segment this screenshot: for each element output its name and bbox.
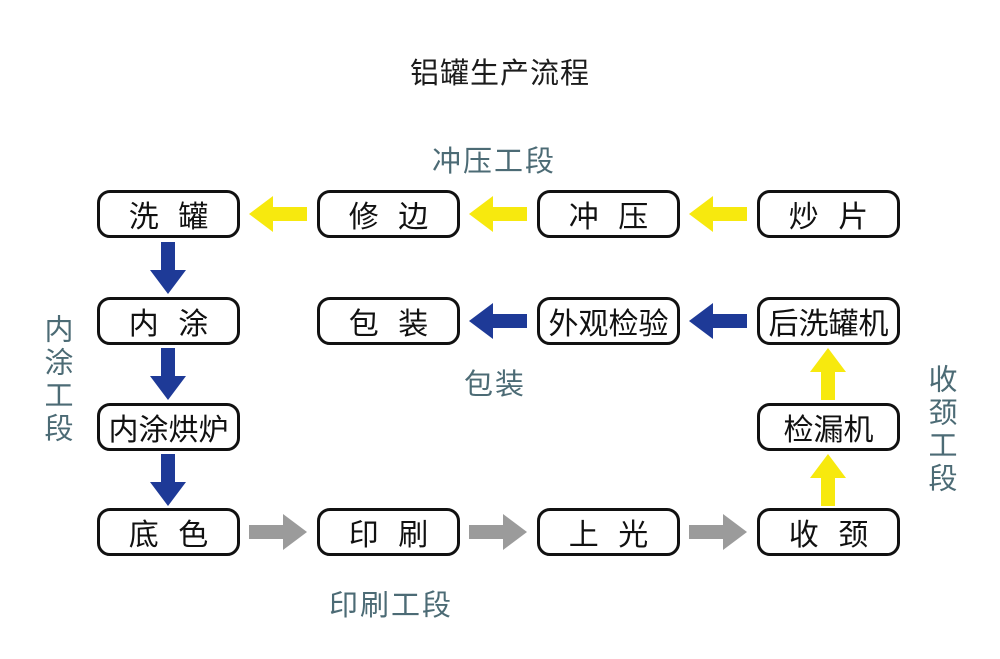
arrow-inspect-to-pack [469, 303, 527, 339]
section-label-packing: 包装 [464, 367, 527, 401]
node-leak-test: 检漏机 [757, 403, 900, 451]
arrow-varnish-to-neck [689, 514, 747, 550]
section-label-printing: 印刷工段 [329, 588, 454, 622]
arrow-stamp-to-trim [469, 196, 527, 232]
arrowhead-left-icon [689, 303, 713, 339]
node-inner-coat: 内 涂 [97, 297, 240, 345]
arrowhead-left-icon [689, 196, 713, 232]
node-label: 印 刷 [348, 518, 429, 553]
arrow-innercoat-to-oven [150, 348, 186, 400]
arrow-postwash-to-inspect [689, 303, 747, 339]
node-print: 印 刷 [317, 508, 460, 556]
node-varnish: 上 光 [537, 508, 680, 556]
node-trim: 修 边 [317, 190, 460, 238]
node-label: 内 涂 [128, 307, 209, 342]
section-label-inner-coating: 内涂工段 [40, 314, 74, 446]
arrow-neck-to-leaktest [810, 454, 846, 506]
arrowhead-right-icon [723, 514, 747, 550]
node-coat-oven: 内涂烘炉 [97, 403, 240, 451]
node-neck: 收 颈 [757, 508, 900, 556]
arrowhead-left-icon [249, 196, 273, 232]
node-label: 底 色 [128, 518, 209, 553]
arrowhead-up-icon [810, 454, 846, 478]
arrow-leaktest-to-postwash [810, 348, 846, 400]
arrowhead-left-icon [469, 196, 493, 232]
arrow-trim-to-wash [249, 196, 307, 232]
node-pack: 包 装 [317, 297, 460, 345]
arrow-print-to-varnish [469, 514, 527, 550]
node-label: 冲 压 [568, 200, 649, 235]
arrowhead-right-icon [503, 514, 527, 550]
arrowhead-up-icon [810, 348, 846, 372]
arrow-basecoat-to-print [249, 514, 307, 550]
node-label: 外观检验 [548, 307, 669, 342]
node-label: 炒 片 [788, 200, 869, 235]
page-title: 铝罐生产流程 [409, 56, 590, 90]
node-label: 修 边 [348, 200, 429, 235]
arrowhead-down-icon [150, 270, 186, 294]
section-label-necking: 收颈工段 [924, 364, 958, 496]
node-label: 收 颈 [788, 518, 869, 553]
node-label: 洗 罐 [128, 200, 209, 235]
arrow-slice-to-stamp [689, 196, 747, 232]
node-wash-can: 洗 罐 [97, 190, 240, 238]
node-label: 上 光 [568, 518, 649, 553]
arrowhead-down-icon [150, 482, 186, 506]
node-label: 检漏机 [783, 413, 874, 448]
node-post-wash: 后洗罐机 [757, 297, 900, 345]
node-label: 内涂烘炉 [108, 413, 229, 448]
arrowhead-right-icon [283, 514, 307, 550]
section-label-stamping: 冲压工段 [432, 144, 557, 178]
node-base-coat: 底 色 [97, 508, 240, 556]
node-slice: 炒 片 [757, 190, 900, 238]
node-label: 后洗罐机 [768, 307, 889, 342]
arrowhead-down-icon [150, 376, 186, 400]
node-visual-inspect: 外观检验 [537, 297, 680, 345]
node-stamp: 冲 压 [537, 190, 680, 238]
arrowhead-left-icon [469, 303, 493, 339]
node-label: 包 装 [348, 307, 429, 342]
arrow-oven-to-basecoat [150, 454, 186, 506]
arrow-wash-to-innercoat [150, 242, 186, 294]
